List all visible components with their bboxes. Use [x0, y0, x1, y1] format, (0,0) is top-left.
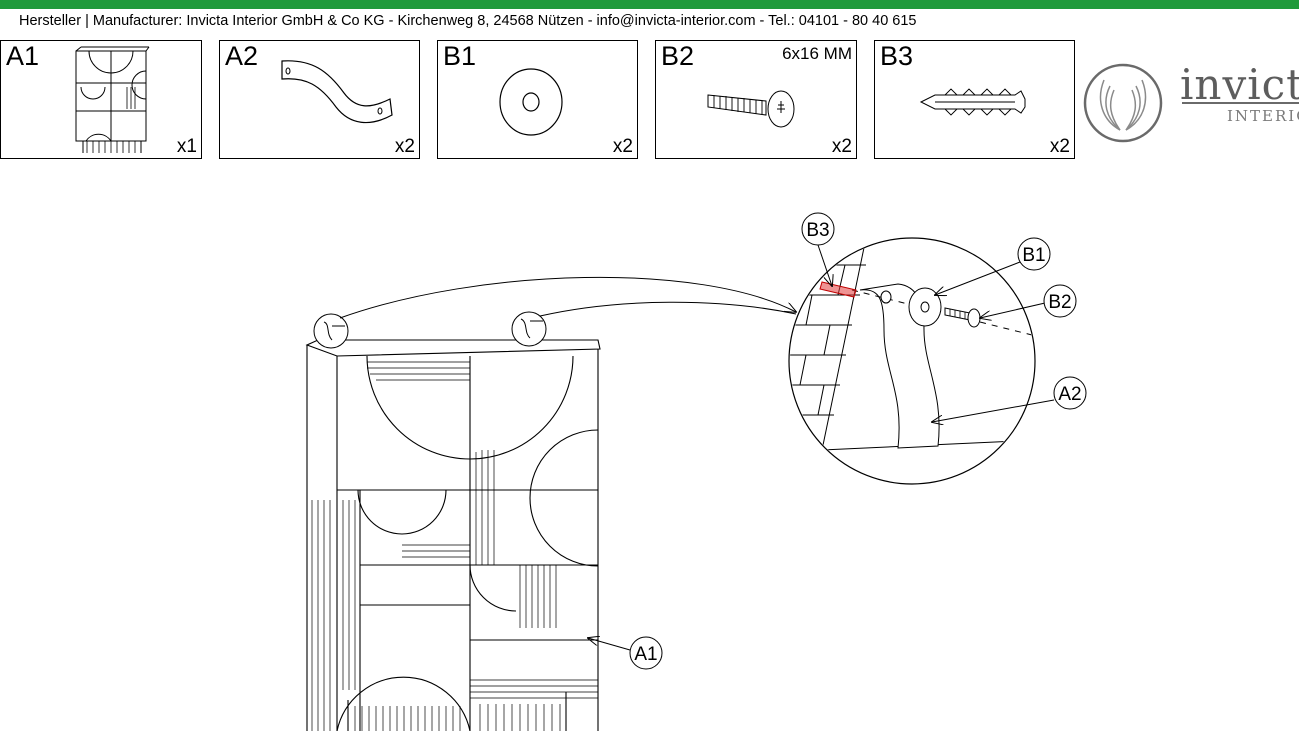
- callout-b1: B1: [1017, 237, 1051, 271]
- part-spec: 6x16 MM: [782, 44, 852, 63]
- part-box-b1: B1 x2: [437, 40, 638, 159]
- part-box-b2: B2 6x16 MM x2: [655, 40, 857, 159]
- callout-label: B2: [1048, 292, 1071, 313]
- logo-wordmark: invicta: [1180, 60, 1299, 109]
- connector-arrow-right: [539, 301, 797, 317]
- part-label: A2: [225, 41, 259, 71]
- connector-arrow-left: [339, 276, 796, 319]
- callout-label: B3: [806, 220, 829, 241]
- bracket-icon: [281, 60, 393, 124]
- cabinet-drawing: [305, 339, 601, 731]
- callout-b2: B2: [1043, 284, 1077, 318]
- part-label: A1: [6, 41, 40, 71]
- part-label: B3: [880, 41, 914, 71]
- logo-subtitle: INTERIOR: [1227, 107, 1299, 125]
- detail-view: [788, 237, 1036, 485]
- bracket-marker-left: [313, 313, 349, 349]
- callout-label: B1: [1022, 245, 1045, 266]
- cabinet-reeding: [311, 361, 598, 731]
- callout-label: A1: [634, 644, 657, 665]
- brand-logo: invicta INTERIOR: [1082, 60, 1299, 146]
- part-quantity: x2: [1049, 136, 1070, 157]
- logo-underline: [1182, 102, 1299, 104]
- part-quantity: x2: [394, 136, 415, 157]
- part-box-a1: A1 x1: [0, 40, 202, 159]
- part-quantity: x2: [612, 136, 633, 157]
- callout-a2: A2: [1053, 376, 1087, 410]
- bracket-marker-right: [511, 311, 547, 347]
- washer-icon: [499, 68, 563, 136]
- part-quantity: x2: [831, 136, 852, 157]
- part-quantity: x1: [176, 136, 197, 157]
- wings-circle-icon: [1083, 63, 1163, 143]
- part-label: B1: [443, 41, 477, 71]
- part-box-b3: B3 x2: [874, 40, 1075, 159]
- manufacturer-info: Hersteller | Manufacturer: Invicta Inter…: [19, 13, 917, 29]
- part-box-a2: A2 x2: [219, 40, 420, 159]
- callout-a1: A1: [629, 636, 663, 670]
- cabinet-thumbnail-icon: [75, 46, 150, 153]
- part-label: B2: [661, 41, 695, 71]
- wall-plug-icon: [919, 88, 1026, 116]
- callout-label: A2: [1058, 384, 1081, 405]
- screw-icon: [707, 90, 795, 128]
- top-accent-bar: [0, 0, 1299, 9]
- callout-b3: B3: [801, 212, 835, 246]
